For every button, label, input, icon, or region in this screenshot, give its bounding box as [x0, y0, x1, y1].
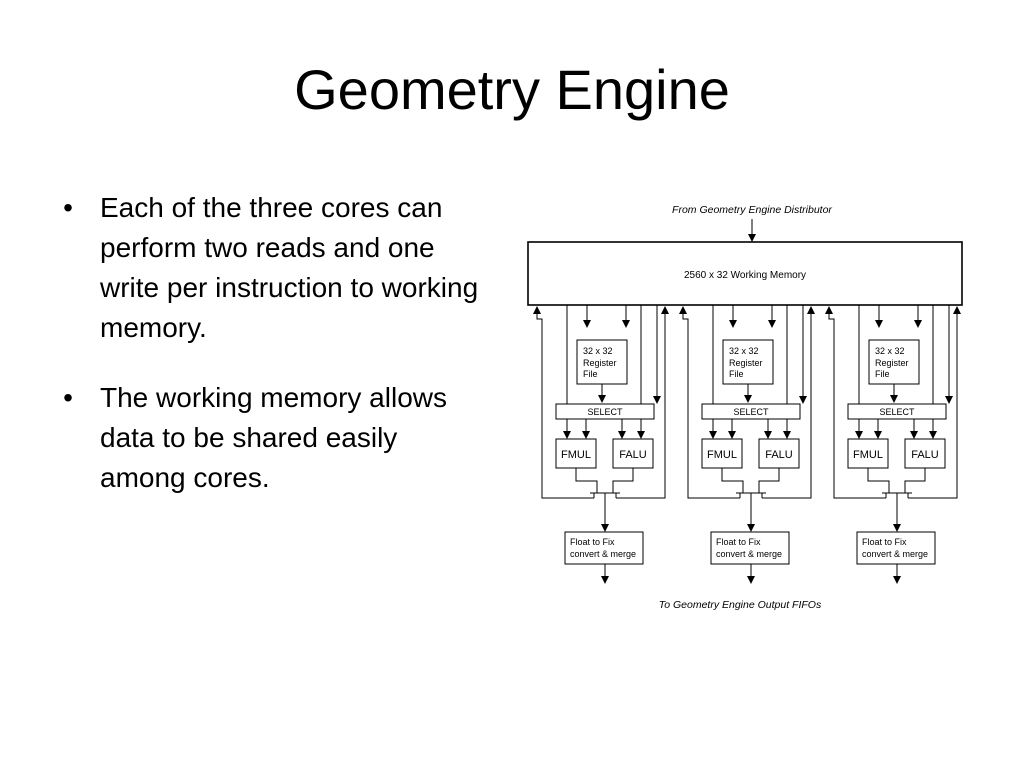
- select-box: [555, 403, 655, 420]
- converter-label: Float to Fix: [862, 537, 907, 547]
- select-box: [847, 403, 947, 420]
- register-file-label: File: [875, 369, 890, 379]
- bullet-text: Each of the three cores can perform two …: [100, 192, 479, 343]
- register-file-label: Register: [875, 358, 909, 368]
- converter-label: Float to Fix: [716, 537, 761, 547]
- bullet-item: • Each of the three cores can perform tw…: [58, 188, 488, 348]
- bullet-item: • The working memory allows data to be s…: [58, 378, 488, 498]
- converter-label: convert & merge: [570, 549, 636, 559]
- fmul-box: [555, 438, 597, 469]
- register-file-label: 32 x 32: [729, 346, 759, 356]
- falu-label: FALU: [911, 449, 939, 461]
- select-label: SELECT: [733, 407, 769, 417]
- bullet-marker: •: [63, 382, 73, 413]
- fmul-label: FMUL: [561, 449, 591, 461]
- converter-box: [856, 531, 936, 565]
- converter-box: [564, 531, 644, 565]
- bullet-text: The working memory allows data to be sha…: [100, 382, 447, 493]
- select-box: [701, 403, 801, 420]
- register-file-label: Register: [729, 358, 763, 368]
- register-file-label: Register: [583, 358, 617, 368]
- converter-box: [710, 531, 790, 565]
- bullet-marker: •: [63, 192, 73, 223]
- register-file-label: 32 x 32: [875, 346, 905, 356]
- register-file-box: [868, 339, 920, 385]
- bottom-caption: To Geometry Engine Output FIFOs: [659, 599, 822, 611]
- fmul-box: [701, 438, 743, 469]
- converter-label: convert & merge: [716, 549, 782, 559]
- working-memory-label: 2560 x 32 Working Memory: [684, 270, 806, 281]
- falu-label: FALU: [619, 449, 647, 461]
- geometry-engine-diagram: From Geometry Engine Distributor 2560 x …: [527, 204, 963, 611]
- falu-label: FALU: [765, 449, 793, 461]
- register-file-box: [576, 339, 628, 385]
- register-file-label: File: [583, 369, 598, 379]
- working-memory-box: [527, 241, 963, 306]
- falu-box: [904, 438, 946, 469]
- register-file-label: File: [729, 369, 744, 379]
- register-file-box: [722, 339, 774, 385]
- select-label: SELECT: [587, 407, 623, 417]
- register-file-label: 32 x 32: [583, 346, 613, 356]
- top-caption: From Geometry Engine Distributor: [672, 204, 832, 216]
- select-label: SELECT: [879, 407, 915, 417]
- bullet-list: • Each of the three cores can perform tw…: [58, 188, 488, 528]
- converter-label: convert & merge: [862, 549, 928, 559]
- fmul-label: FMUL: [707, 449, 737, 461]
- fmul-label: FMUL: [853, 449, 883, 461]
- falu-box: [612, 438, 654, 469]
- falu-box: [758, 438, 800, 469]
- converter-label: Float to Fix: [570, 537, 615, 547]
- slide-title: Geometry Engine: [294, 58, 730, 121]
- fmul-box: [847, 438, 889, 469]
